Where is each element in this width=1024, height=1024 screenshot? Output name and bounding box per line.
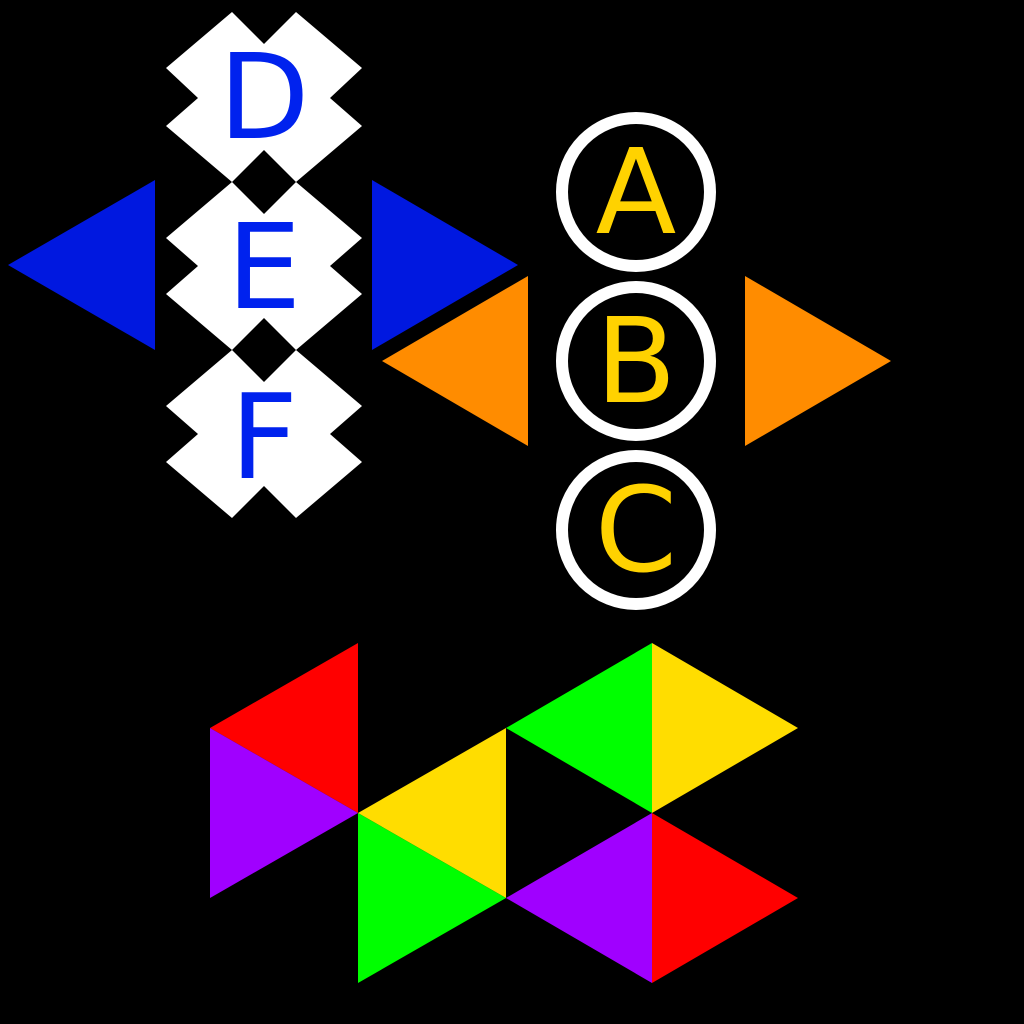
triangle-tile-purple[interactable] xyxy=(210,728,358,898)
key-d-button[interactable]: D xyxy=(166,12,362,182)
key-letter-b: B xyxy=(596,292,677,430)
key-tile-shape xyxy=(166,12,362,182)
key-ring xyxy=(556,112,716,272)
left-arrow-icon[interactable] xyxy=(8,180,155,350)
key-f-button[interactable]: F xyxy=(166,350,362,518)
key-e-button[interactable]: E xyxy=(166,182,362,350)
left-pad: D E F xyxy=(8,12,518,518)
right-arrow-icon[interactable] xyxy=(372,180,518,350)
key-letter-a: A xyxy=(596,123,677,261)
triangle-grid xyxy=(210,643,798,983)
key-letter-f: F xyxy=(230,368,298,506)
left-arrow-icon[interactable] xyxy=(382,276,528,446)
right-pad: A B C xyxy=(382,112,891,610)
key-ring xyxy=(556,281,716,441)
triangle-tile-green[interactable] xyxy=(358,813,506,983)
key-c-button[interactable]: C xyxy=(556,450,716,610)
triangle-tile-red[interactable] xyxy=(210,643,358,813)
key-ring xyxy=(556,450,716,610)
key-a-button[interactable]: A xyxy=(556,112,716,272)
right-arrow-icon[interactable] xyxy=(745,276,891,446)
key-letter-d: D xyxy=(219,28,310,166)
triangle-tile-green[interactable] xyxy=(506,643,652,813)
triangle-tile-purple[interactable] xyxy=(506,813,652,983)
key-letter-e: E xyxy=(227,198,302,336)
key-letter-c: C xyxy=(595,461,677,599)
key-tile-shape xyxy=(166,350,362,518)
triangle-tile-yellow[interactable] xyxy=(652,643,798,813)
key-b-button[interactable]: B xyxy=(556,281,716,441)
key-tile-shape xyxy=(166,182,362,350)
triangle-tile-red[interactable] xyxy=(652,813,798,983)
triangle-tile-yellow[interactable] xyxy=(358,728,506,898)
